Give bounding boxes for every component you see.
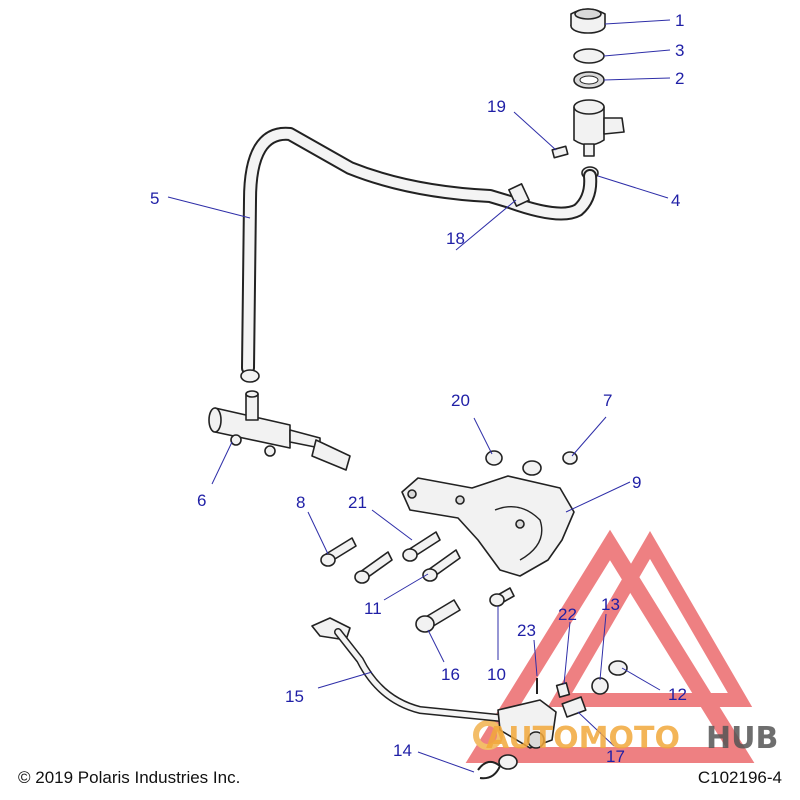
pedal-bracket <box>401 475 575 577</box>
callout-10: 10 <box>487 665 506 684</box>
reservoir-diaphragm <box>573 48 605 64</box>
reservoir-screw <box>551 145 569 159</box>
watermark-wordmark: AUTOMOTO HUB <box>486 721 778 756</box>
callout-3: 3 <box>675 41 684 60</box>
nut-20 <box>485 450 503 466</box>
callout-11: 11 <box>364 599 382 618</box>
nut-top <box>522 460 542 476</box>
master-cylinder <box>208 390 351 471</box>
clip-14 <box>477 754 518 780</box>
fluid-reservoir <box>573 99 625 157</box>
bolt-21 <box>402 531 441 562</box>
callout-22: 22 <box>558 605 577 624</box>
nut-7 <box>562 451 578 465</box>
callout-14: 14 <box>393 741 412 760</box>
callout-18: 18 <box>446 229 465 248</box>
callout-labels: 1 2 3 4 5 6 7 8 9 10 11 12 13 14 15 16 1… <box>150 11 687 766</box>
callout-7: 7 <box>603 391 612 410</box>
callout-12: 12 <box>668 685 687 704</box>
reservoir-seal <box>573 71 605 89</box>
watermark-text-hub: HUB <box>706 721 778 756</box>
callout-20: 20 <box>451 391 470 410</box>
callout-15: 15 <box>285 687 304 706</box>
copyright-notice: © 2019 Polaris Industries Inc. <box>18 768 241 787</box>
callout-6: 6 <box>197 491 206 510</box>
callout-17: 17 <box>606 747 625 766</box>
pin-22 <box>555 682 571 698</box>
brake-pedal <box>311 617 557 749</box>
callout-4: 4 <box>671 191 680 210</box>
bushing-13 <box>591 677 609 695</box>
callout-21: 21 <box>348 493 367 512</box>
diagram-code: C102196-4 <box>697 768 782 787</box>
bolt-11 <box>422 549 461 582</box>
reservoir-hose <box>241 126 598 375</box>
callout-8: 8 <box>296 493 305 512</box>
callout-19: 19 <box>487 97 506 116</box>
bolt-16 <box>415 599 461 633</box>
callout-23: 23 <box>517 621 536 640</box>
callout-2: 2 <box>675 69 684 88</box>
callout-1: 1 <box>675 11 684 30</box>
callout-5: 5 <box>150 189 159 208</box>
leader-lines <box>167 19 671 773</box>
sleeve-17 <box>561 696 587 718</box>
hose-clip <box>508 183 530 207</box>
reservoir-cap <box>570 8 606 34</box>
bushing-12 <box>608 660 628 676</box>
hose-clamp-lower <box>240 369 260 383</box>
callout-9: 9 <box>632 473 641 492</box>
watermark-text-automoto: AUTOMOTO <box>486 721 680 756</box>
callout-16: 16 <box>441 665 460 684</box>
callout-13: 13 <box>601 595 620 614</box>
bolt-10 <box>489 587 515 607</box>
bolt-long-1 <box>354 551 393 584</box>
bolt-8 <box>320 537 357 567</box>
